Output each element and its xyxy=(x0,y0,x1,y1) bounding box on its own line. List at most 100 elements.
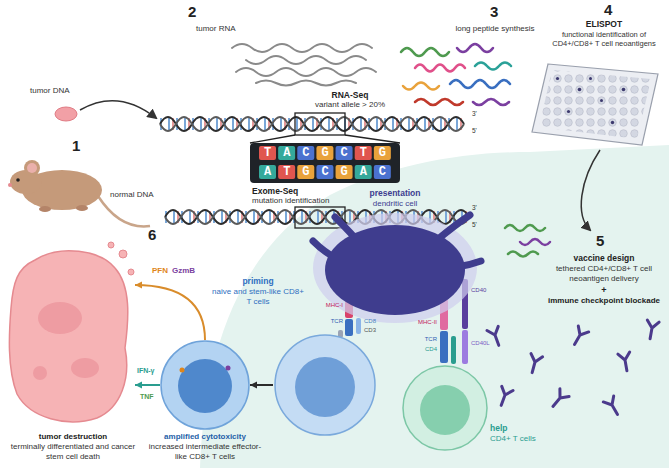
elispot-plate-shape xyxy=(589,77,592,80)
vaccine-peptides xyxy=(520,239,550,245)
tumor-cell-shape xyxy=(38,302,82,334)
node-heading: presentation xyxy=(345,188,445,198)
connector-arrow xyxy=(135,285,205,340)
tumor-cell-shape xyxy=(128,269,134,275)
text-label: MHC-II xyxy=(406,319,437,326)
text-label: 5' xyxy=(472,127,477,135)
text-label: immune checkpoint blockade xyxy=(542,296,666,306)
receptor xyxy=(345,319,353,336)
elispot-plate-shape xyxy=(578,88,582,92)
dendritic-cell-shape xyxy=(313,213,477,323)
text-label: variant allele > 20% xyxy=(300,100,400,110)
dna-helix xyxy=(160,117,464,131)
workflow-arrow xyxy=(581,150,600,230)
receptor xyxy=(462,330,468,364)
peptide-cluster-shape xyxy=(403,83,439,90)
callout-number: 2 xyxy=(188,3,196,21)
dna-helix xyxy=(160,118,464,130)
tumor-cell-shape xyxy=(108,242,114,248)
elispot-plate-shape xyxy=(567,110,570,113)
text-label: IFN-γ xyxy=(137,367,155,376)
receptor xyxy=(440,331,448,363)
tumor-cell-shape xyxy=(119,250,127,258)
text-label: + xyxy=(542,285,666,296)
receptor xyxy=(451,336,456,364)
zoom-frame xyxy=(295,113,345,135)
peptide-cluster-shape xyxy=(450,80,510,88)
dna-helix xyxy=(160,117,464,131)
vaccine-peptides xyxy=(505,225,550,257)
node-body: increased intermediate effector-like CD8… xyxy=(147,442,263,462)
vaccine-peptides xyxy=(508,252,538,257)
antibody-symbol xyxy=(496,386,513,407)
node-heading: priming xyxy=(210,276,306,286)
mouse-illustration xyxy=(76,205,88,211)
node-body: CD4+ T cells xyxy=(490,434,536,444)
helper-cell-circle-shape xyxy=(403,366,487,450)
text-label: 5' xyxy=(472,221,477,229)
node-body: naive and stem-like CD8+ T cells xyxy=(210,287,306,307)
antibody-symbol xyxy=(644,320,659,340)
callout-number: 1 xyxy=(72,137,80,155)
elispot-plate-shape xyxy=(556,77,625,124)
antibody-symbol xyxy=(569,326,588,348)
text-label: ATGCGAC xyxy=(264,165,398,179)
tissue-background xyxy=(200,145,669,468)
zoom-frame xyxy=(250,135,400,143)
text-label: vaccine design xyxy=(542,253,666,263)
node-body: dendritic cell xyxy=(345,199,445,209)
tumor-sample xyxy=(55,101,156,121)
effector-cell-circle-shape xyxy=(226,366,231,371)
rna-strands xyxy=(256,81,356,86)
elispot-plate-shape xyxy=(611,121,614,124)
text-label: PFN xyxy=(152,266,168,276)
antibody-symbol xyxy=(618,352,633,372)
receptor xyxy=(356,318,361,334)
callout-number: 6 xyxy=(148,226,156,244)
text-label: RNA-Seq xyxy=(300,90,400,100)
sequence-box-shape xyxy=(250,143,400,183)
zoom-frame xyxy=(250,113,400,228)
arrow-head xyxy=(135,382,142,389)
node-heading: ELISPOT xyxy=(544,19,664,29)
tumor-cell-shape xyxy=(108,242,134,275)
rna-strands xyxy=(236,68,376,76)
mouse-illustration xyxy=(16,178,20,182)
text-label: tumor RNA xyxy=(196,24,236,34)
tumor-cell-shape xyxy=(33,366,47,380)
peptide-cluster-shape xyxy=(401,44,511,105)
node-body: terminally differentiated and cancer ste… xyxy=(8,442,138,462)
elispot-plate: ELISPOTfunctional identification of CD4+… xyxy=(530,62,660,147)
effector-cell-circle-shape xyxy=(160,340,250,430)
t-cell-circle-shape xyxy=(275,335,375,435)
peptide-cluster-shape xyxy=(473,99,509,105)
node-heading: long peptide synthesis xyxy=(447,24,543,34)
elispot-plate-shape xyxy=(556,77,559,80)
helper-cell-circle-shape xyxy=(401,364,489,452)
text-label: TNF xyxy=(140,393,154,402)
peptide-cluster-shape xyxy=(401,48,449,56)
tissue-background xyxy=(200,145,669,468)
elispot-plate-shape xyxy=(532,64,658,145)
peptide-cluster-shape xyxy=(415,65,465,72)
tumor-cell-shape xyxy=(33,302,99,380)
antibody-symbol xyxy=(548,389,569,411)
tumor-cell: tumor destructionterminally differentiat… xyxy=(5,238,135,428)
rna-strands xyxy=(232,44,376,86)
dendritic-cell-shape xyxy=(325,225,465,315)
text-label: 3' xyxy=(472,204,477,212)
text-label: CD40 xyxy=(471,287,486,294)
dna-helix xyxy=(160,117,469,224)
peptide-cluster-shape xyxy=(475,63,511,70)
effector-cell-circle-shape xyxy=(161,341,249,429)
t-cell-circle-shape xyxy=(295,357,355,417)
text-label: CD8 xyxy=(364,318,376,325)
text-label: TCR xyxy=(406,336,437,343)
effector-cell-circle-shape xyxy=(178,359,232,413)
callout-number: 5 xyxy=(596,232,604,250)
arrow-head xyxy=(250,382,257,389)
antibody-symbol xyxy=(526,354,542,374)
t-cell-circle-shape xyxy=(273,333,377,437)
helper-cell-circle-shape xyxy=(420,385,470,435)
rna-strands xyxy=(232,44,372,52)
